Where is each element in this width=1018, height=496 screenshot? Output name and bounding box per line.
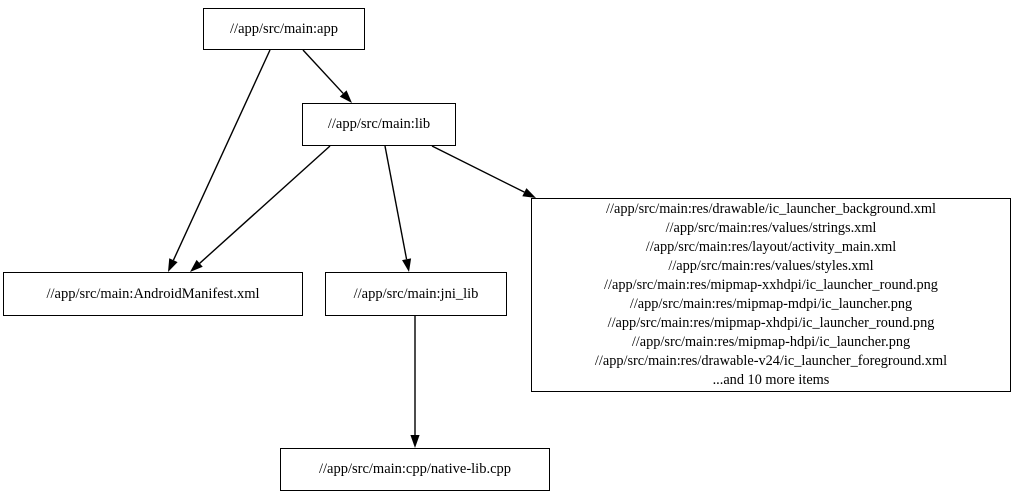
graph-node-jni_lib[interactable]: //app/src/main:jni_lib <box>325 272 507 316</box>
graph-node-native_lib[interactable]: //app/src/main:cpp/native-lib.cpp <box>280 448 550 491</box>
graph-node-label: //app/src/main:res/drawable/ic_launcher_… <box>594 200 948 389</box>
graph-edge-lib-to-res <box>431 145 525 193</box>
graph-edge-arrowhead-app-to-manifest <box>168 258 178 272</box>
graph-node-lib[interactable]: //app/src/main:lib <box>302 103 456 146</box>
graph-edge-arrowhead-jni-lib-to-native <box>410 435 420 448</box>
graph-edge-app-to-lib <box>302 49 344 94</box>
graph-edge-arrowhead-lib-to-jni-lib <box>402 258 412 272</box>
graph-node-res[interactable]: //app/src/main:res/drawable/ic_launcher_… <box>531 198 1011 392</box>
graph-edge-lib-to-jni-lib <box>384 145 408 260</box>
graph-edge-arrowhead-lib-to-res <box>522 188 536 198</box>
graph-node-label: //app/src/main:AndroidManifest.xml <box>46 285 260 302</box>
graph-node-label: //app/src/main:jni_lib <box>353 285 479 302</box>
graph-node-label: //app/src/main:app <box>230 20 338 37</box>
graph-node-manifest[interactable]: //app/src/main:AndroidManifest.xml <box>3 272 303 316</box>
graph-edge-app-to-manifest <box>172 49 271 261</box>
graph-node-label: //app/src/main:lib <box>327 116 431 132</box>
graph-node-app[interactable]: //app/src/main:app <box>203 8 365 50</box>
graph-edge-lib-to-manifest <box>199 145 331 264</box>
graph-edge-arrowhead-app-to-lib <box>339 90 352 103</box>
graph-edge-arrowhead-lib-to-manifest <box>190 259 203 272</box>
graph-node-label: //app/src/main:cpp/native-lib.cpp <box>318 461 512 477</box>
